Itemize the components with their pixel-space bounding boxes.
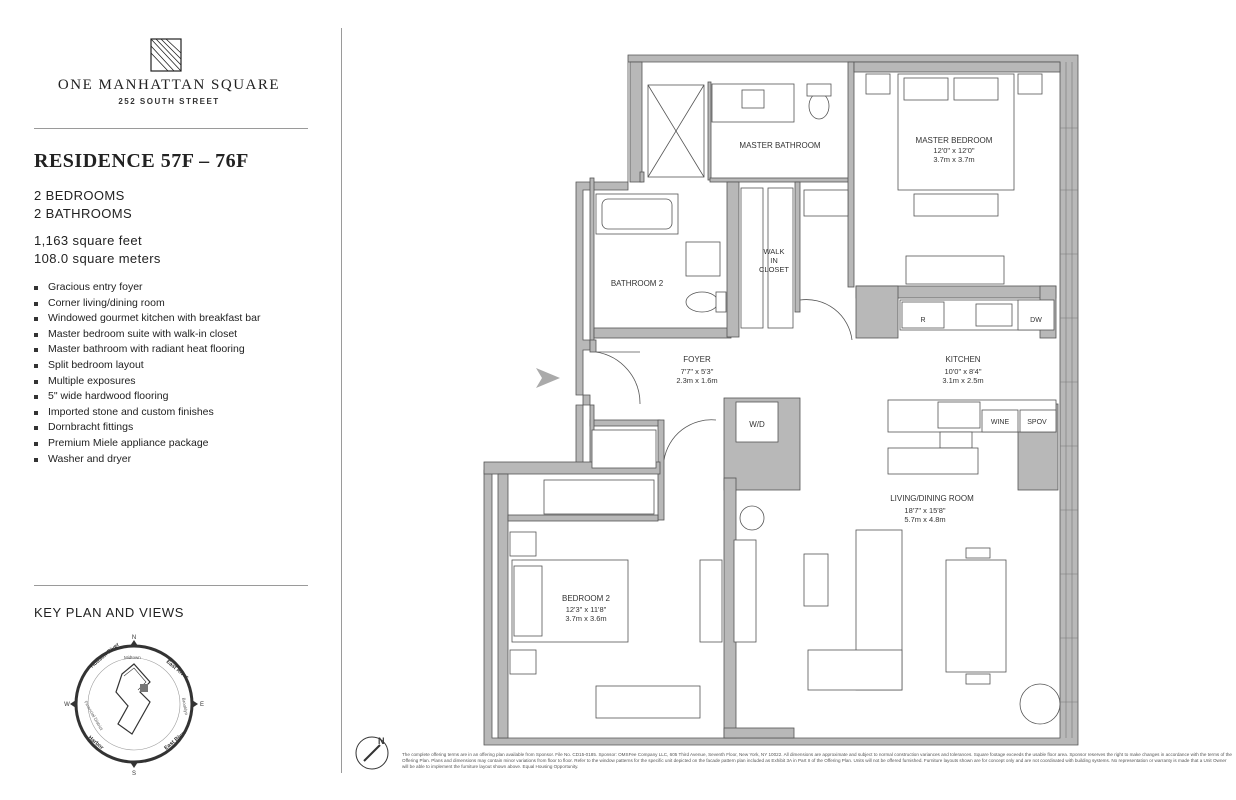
divider-line	[34, 128, 308, 129]
room-master-bed: MASTER BEDROOM	[916, 136, 993, 145]
legal-disclaimer: The complete offering terms are in an of…	[402, 752, 1232, 769]
label-brooklyn: Brooklyn	[181, 697, 189, 716]
compass-n: N	[132, 635, 136, 641]
brand-name: ONE MANHATTAN SQUARE	[57, 77, 281, 93]
room-bed2-ft: 12'3" x 11'8"	[566, 605, 607, 614]
room-bath2: BATHROOM 2	[611, 279, 664, 288]
label-r: R	[920, 317, 925, 324]
feature-item: Imported stone and custom finishes	[34, 405, 260, 421]
room-living: LIVING/DINING ROOM	[890, 494, 974, 503]
room-master-bed-ft: 12'0" x 12'0"	[933, 146, 974, 155]
divider-line	[34, 585, 308, 586]
label-east-river-bottom: East River	[163, 729, 188, 751]
square-feet: 1,163 square feet	[34, 233, 142, 248]
feature-item: Windowed gourmet kitchen with breakfast …	[34, 311, 260, 327]
room-foyer-m: 2.3m x 1.6m	[676, 376, 717, 385]
floor-plan: MASTER BATHROOM MASTER BEDROOM 12'0" x 1…	[483, 54, 1079, 746]
room-bed2-m: 3.7m x 3.6m	[565, 614, 606, 623]
room-master-bed-m: 3.7m x 3.7m	[933, 155, 974, 164]
bedroom-count: 2 BEDROOMS	[34, 188, 125, 203]
brand-address: 252 SOUTH STREET	[118, 97, 220, 106]
bathroom-count: 2 BATHROOMS	[34, 206, 133, 221]
north-label: N	[378, 736, 385, 746]
feature-item: Dornbracht fittings	[34, 420, 260, 436]
compass-s: S	[132, 771, 136, 777]
keyplan-title: KEY PLAN AND VIEWS	[34, 605, 184, 620]
feature-item: Multiple exposures	[34, 374, 260, 390]
feature-item: Master bedroom suite with walk-in closet	[34, 327, 260, 343]
feature-item: Gracious entry foyer	[34, 280, 260, 296]
label-hudson: Hudson River	[89, 641, 121, 669]
room-foyer: FOYER	[683, 355, 711, 364]
feature-item: Split bedroom layout	[34, 358, 260, 374]
panel-divider	[341, 28, 342, 773]
square-meters: 108.0 square meters	[34, 251, 161, 266]
room-kitchen-m: 3.1m x 2.5m	[942, 376, 983, 385]
feature-item: Premium Miele appliance package	[34, 436, 260, 452]
compass-w: W	[64, 702, 70, 708]
room-bed2: BEDROOM 2	[562, 594, 611, 603]
room-kitchen-ft: 10'0" x 8'4"	[945, 367, 982, 376]
feature-item: Corner living/dining room	[34, 296, 260, 312]
label-financial: Financial District	[83, 700, 104, 732]
label-east-river-top: East River	[165, 659, 190, 681]
room-kitchen: KITCHEN	[945, 355, 980, 364]
feature-item: Washer and dryer	[34, 452, 260, 468]
room-master-bath: MASTER BATHROOM	[739, 141, 821, 150]
label-wine: WINE	[991, 419, 1010, 426]
residence-title: RESIDENCE 57F – 76F	[34, 150, 249, 172]
label-spov: SPOV	[1027, 419, 1047, 426]
feature-list: Gracious entry foyer Corner living/dinin…	[34, 280, 260, 467]
key-plan-compass: N S W E Hudson River East River East Riv…	[64, 635, 204, 777]
feature-item: 5" wide hardwood flooring	[34, 389, 260, 405]
room-walkin-2: IN	[770, 256, 778, 265]
logo-icon	[150, 38, 182, 72]
room-foyer-ft: 7'7" x 5'3"	[681, 367, 714, 376]
room-living-ft: 18'7" x 15'8"	[904, 506, 945, 515]
label-dw: DW	[1030, 317, 1042, 324]
entry-arrow-icon	[536, 368, 560, 388]
feature-item: Master bathroom with radiant heat floori…	[34, 342, 260, 358]
label-wd: W/D	[749, 420, 765, 429]
info-panel: ONE MANHATTAN SQUARE 252 SOUTH STREET RE…	[0, 0, 340, 800]
room-living-m: 5.7m x 4.8m	[904, 515, 945, 524]
label-midtown: Midtown	[124, 655, 141, 660]
compass-e: E	[200, 702, 204, 708]
room-walkin-3: CLOSET	[759, 265, 789, 274]
room-walkin-1: WALK	[764, 247, 785, 256]
north-arrow-icon: N	[355, 736, 389, 770]
